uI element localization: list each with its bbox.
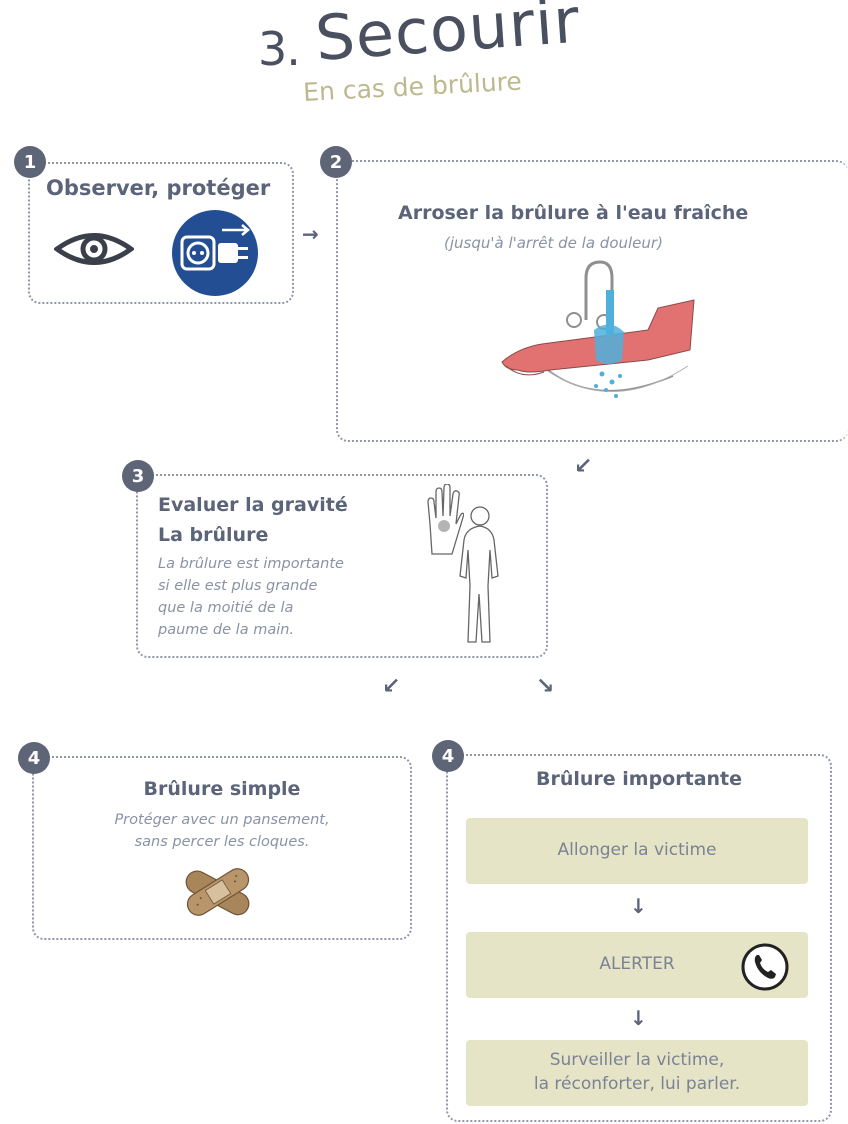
step3-note-line4: paume de la main. bbox=[158, 622, 295, 638]
hand-palm-icon bbox=[424, 483, 465, 560]
arrow-down-right-icon: ↘ bbox=[536, 674, 555, 699]
step4a-note-line2: sans percer les cloques. bbox=[134, 834, 310, 850]
step4a-badge: 4 bbox=[18, 742, 50, 774]
step4a-note-line1: Protéger avec un pansement, bbox=[114, 812, 330, 828]
eye-icon bbox=[52, 228, 136, 274]
arrow-down-icon: ↓ bbox=[630, 894, 647, 918]
arrow-down-icon: ↓ bbox=[630, 1006, 647, 1030]
step4a-box bbox=[32, 756, 412, 940]
phone-icon bbox=[740, 942, 790, 996]
step2-title: Arroser la brûlure à l'eau fraîche bbox=[398, 202, 749, 224]
step4b-box bbox=[446, 754, 832, 1122]
action-lay-down: Allonger la victime bbox=[466, 818, 808, 884]
step3-note-line1: La brûlure est importante bbox=[158, 556, 344, 572]
action-monitor-line1: Surveiller la victime, bbox=[549, 1050, 725, 1071]
step4b-badge: 4 bbox=[432, 740, 464, 772]
arrow-down-left-icon: ↙ bbox=[382, 674, 401, 699]
action-monitor: Surveiller la victime, la réconforter, l… bbox=[466, 1040, 808, 1106]
step3-note-line3: que la moitié de la bbox=[158, 600, 294, 616]
arrow-right-icon: → bbox=[302, 222, 319, 246]
step2-badge: 2 bbox=[320, 146, 352, 178]
step4a-title: Brûlure simple bbox=[143, 778, 301, 800]
arrow-down-left-icon: ↙ bbox=[574, 454, 593, 479]
page-title: Secourir bbox=[312, 0, 583, 76]
step3-title-line2: La brûlure bbox=[158, 524, 269, 546]
step3-note-line2: si elle est plus grande bbox=[158, 578, 318, 594]
step1-badge: 1 bbox=[14, 146, 46, 178]
action-alert-label: ALERTER bbox=[599, 954, 675, 975]
step2-note: (jusqu'à l'arrêt de la douleur) bbox=[444, 234, 663, 252]
step1-box bbox=[28, 162, 294, 304]
step3-title-line1: Evaluer la gravité bbox=[158, 494, 348, 516]
unplug-icon bbox=[172, 210, 258, 300]
step3-box bbox=[136, 474, 548, 658]
step4b-title: Brûlure importante bbox=[535, 768, 743, 790]
step2-box bbox=[336, 160, 848, 442]
body-silhouette-icon bbox=[452, 506, 504, 648]
title-number: 3. bbox=[258, 22, 301, 76]
bandage-icon bbox=[180, 862, 256, 926]
action-monitor-line2: la réconforter, lui parler. bbox=[533, 1074, 741, 1094]
step1-title: Observer, protéger bbox=[46, 176, 271, 200]
action-lay-down-label: Allonger la victime bbox=[557, 840, 717, 861]
arm-under-water-icon bbox=[498, 290, 698, 414]
step3-badge: 3 bbox=[122, 460, 154, 492]
